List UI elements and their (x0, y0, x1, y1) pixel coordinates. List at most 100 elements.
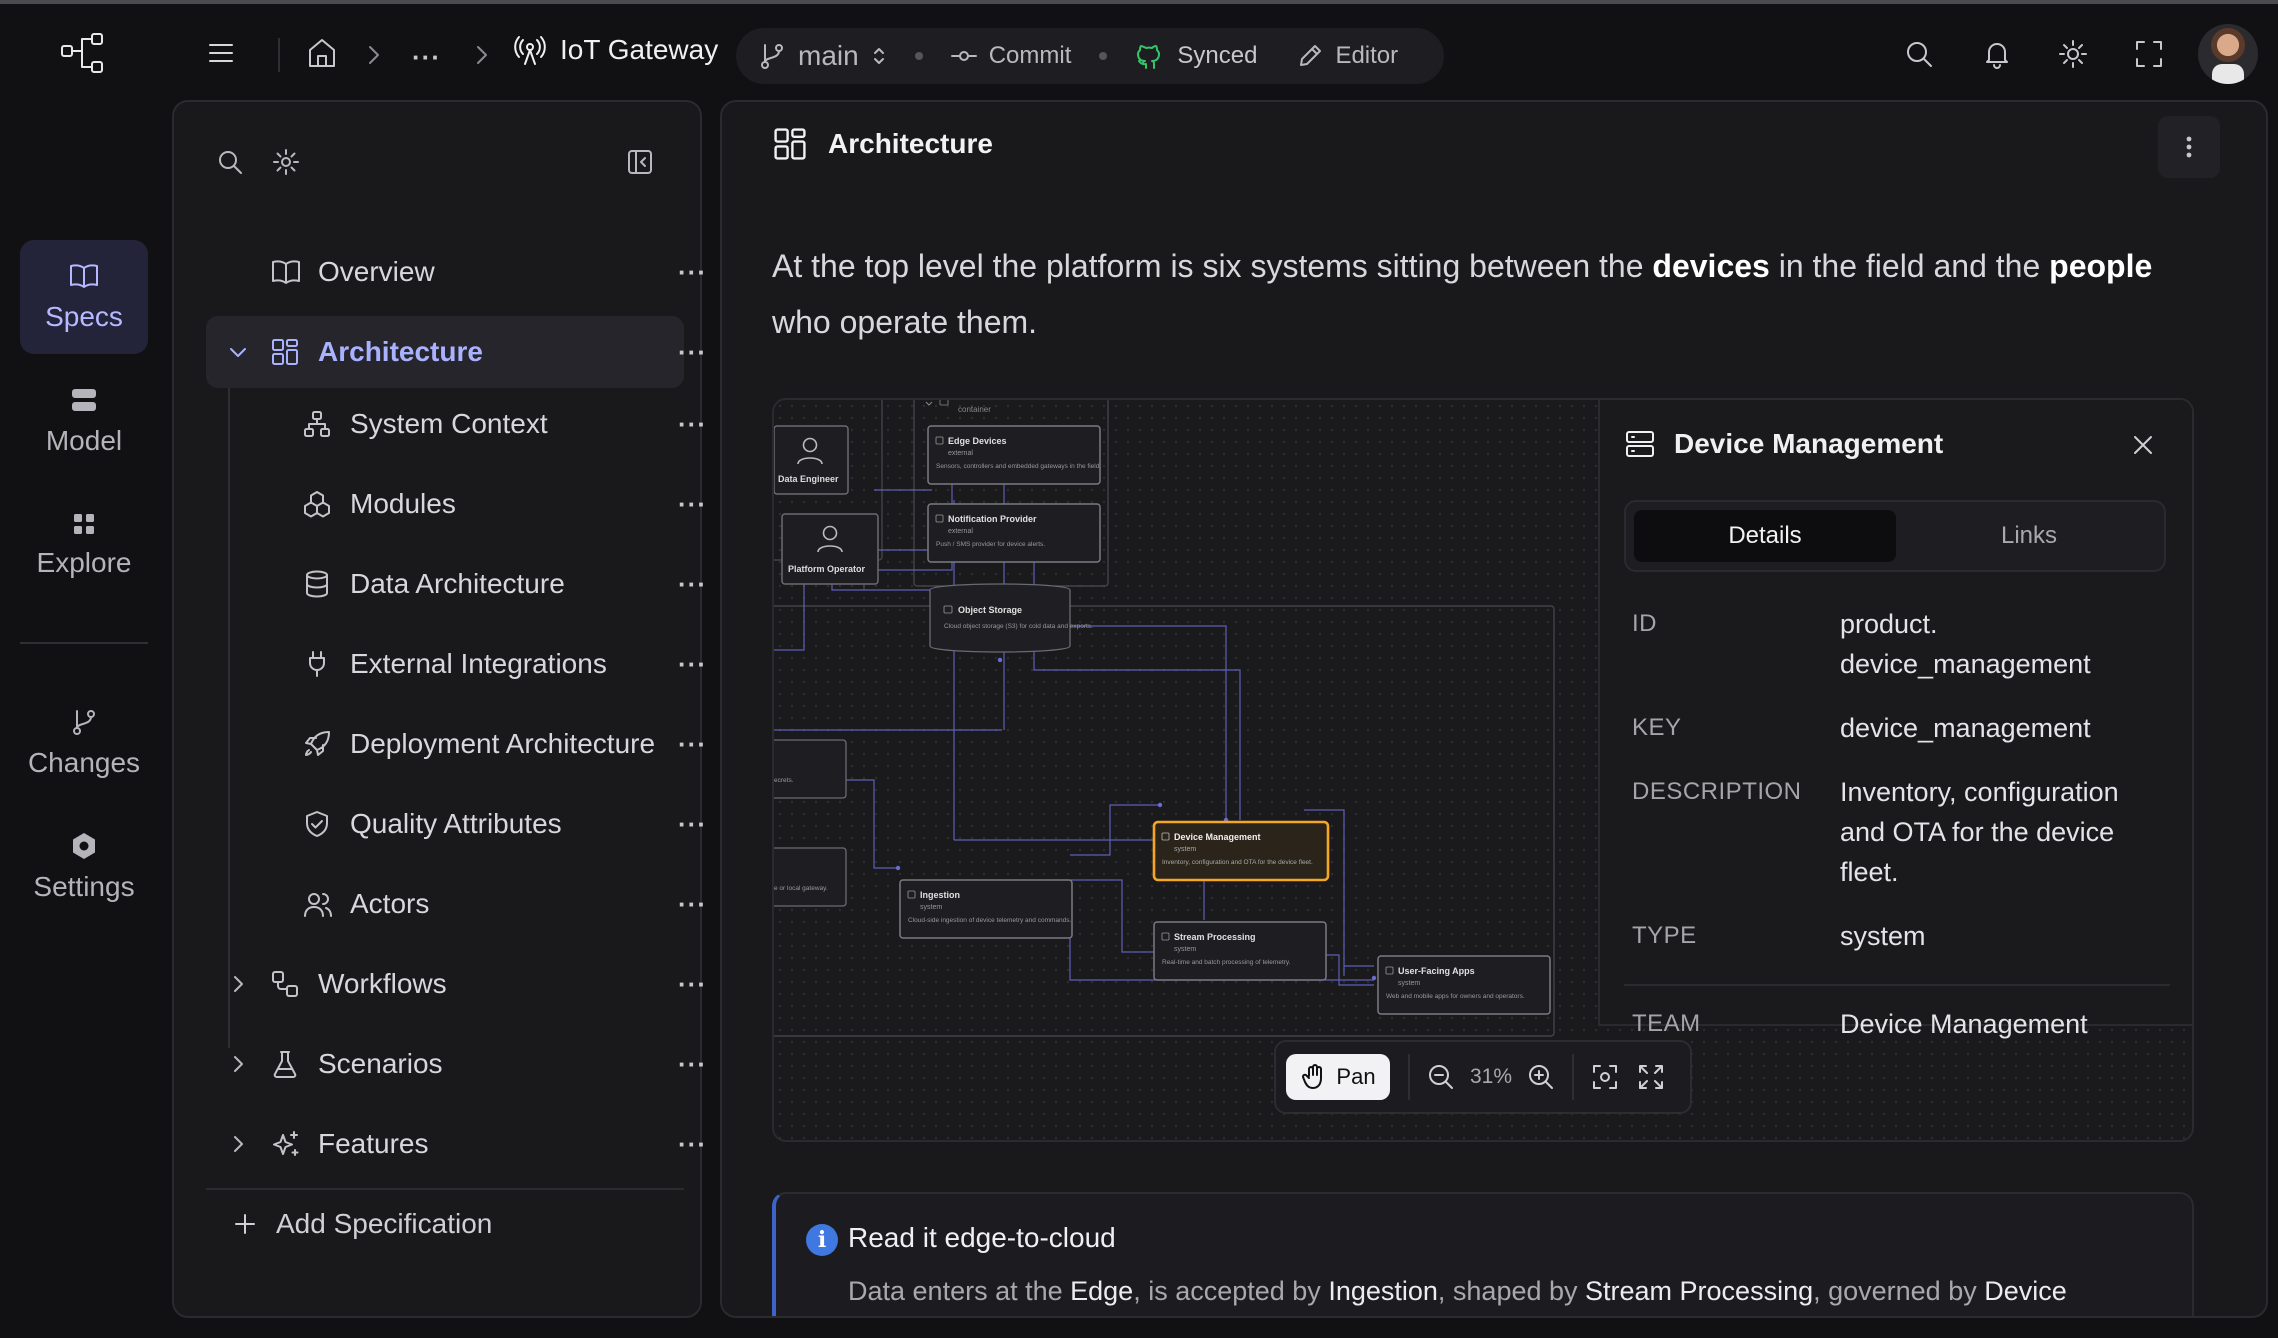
search-icon[interactable] (216, 148, 244, 176)
logo-icon[interactable] (58, 30, 108, 76)
rail-label: Settings (33, 871, 135, 902)
callout-emphasis: Stream Processing (1585, 1276, 1814, 1306)
more-button[interactable]: ··· (678, 568, 707, 599)
breadcrumb-more[interactable]: ··· (412, 42, 441, 72)
home-icon[interactable] (306, 36, 338, 70)
zoom-in-icon[interactable] (1518, 1054, 1564, 1100)
node-title: Notification Provider (948, 514, 1037, 524)
gear-icon (69, 831, 99, 861)
node-partial (774, 847, 847, 907)
add-specification-button[interactable]: Add Specification (232, 1208, 492, 1240)
more-button[interactable]: ··· (678, 888, 707, 919)
tree-item-label: Modules (350, 488, 456, 519)
node-user-facing-apps (1377, 955, 1551, 1015)
tree-item-actors[interactable]: Actors ··· (206, 868, 706, 940)
plus-icon (232, 1211, 258, 1237)
architecture-diagram[interactable]: container Data Engineer Platform Operato… (772, 398, 2194, 1142)
avatar[interactable] (2198, 24, 2258, 84)
hand-icon (1300, 1063, 1328, 1091)
more-button[interactable]: ··· (678, 968, 707, 999)
tree-item-quality-attributes[interactable]: Quality Attributes ··· (206, 788, 706, 860)
sync-status[interactable]: Synced (1135, 41, 1257, 71)
close-icon[interactable] (2130, 432, 2156, 458)
more-button[interactable]: ··· (678, 808, 707, 839)
sun-icon[interactable] (2058, 39, 2088, 69)
more-button[interactable]: ··· (678, 488, 707, 519)
breadcrumb-project[interactable]: IoT Gateway (514, 34, 718, 66)
tree-item-workflows[interactable]: Workflows ··· (206, 948, 706, 1020)
rail-item-specs[interactable]: Specs (20, 240, 148, 354)
zoom-out-icon[interactable] (1418, 1054, 1464, 1100)
pan-button[interactable]: Pan (1286, 1054, 1390, 1100)
more-button[interactable]: ··· (678, 1048, 707, 1079)
chevron-right-icon[interactable] (226, 1052, 250, 1076)
tree-item-label: Features (318, 1128, 429, 1159)
branch-selector[interactable]: main (758, 40, 887, 72)
diagram-canvas[interactable]: container Data Engineer Platform Operato… (774, 400, 1598, 1040)
collapse-panel-icon[interactable] (626, 148, 654, 176)
more-button[interactable]: ··· (678, 408, 707, 439)
chevron-right-icon[interactable] (226, 1132, 250, 1156)
tree-item-system-context[interactable]: System Context ··· (206, 388, 706, 460)
cloud-boundary (774, 605, 1555, 1037)
tree-item-scenarios[interactable]: Scenarios ··· (206, 1028, 706, 1100)
node-device-management (1152, 820, 1330, 882)
more-button[interactable]: ··· (678, 728, 707, 759)
branch-name: main (798, 40, 859, 71)
chevron-down-icon[interactable] (226, 340, 250, 364)
antenna-icon (514, 34, 546, 66)
callout-text: , is accepted by (1133, 1276, 1329, 1306)
rail-label: Model (45, 425, 123, 456)
node-notification-provider (927, 503, 1101, 563)
fit-view-icon[interactable] (1628, 1054, 1674, 1100)
rail-item-settings[interactable]: Settings (20, 810, 148, 924)
details-panel: Device Management Details Links ID produ… (1598, 400, 2192, 1039)
separator-dot (1099, 52, 1108, 60)
node-title: Edge Devices (948, 436, 1007, 446)
tree-item-label: Quality Attributes (350, 808, 562, 839)
field-key: KEY (1632, 714, 1682, 741)
bell-icon[interactable] (1982, 39, 2012, 69)
book-icon (270, 257, 302, 287)
node-desc: Inventory, configuration and OTA for the… (1162, 859, 1313, 866)
rail-item-model[interactable]: Model (20, 364, 148, 478)
menu-icon[interactable] (206, 38, 236, 68)
more-button[interactable]: ··· (678, 648, 707, 679)
tree-item-label: System Context (350, 408, 548, 439)
rail-item-explore[interactable]: Explore (20, 488, 148, 602)
gear-icon[interactable] (272, 148, 300, 176)
fullscreen-icon[interactable] (2134, 39, 2164, 69)
tree-item-data-architecture[interactable]: Data Architecture ··· (206, 548, 706, 620)
divider (1408, 1054, 1410, 1100)
tree-item-deployment-architecture[interactable]: Deployment Architecture ··· (206, 708, 706, 780)
tree-item-architecture[interactable]: Architecture ··· (206, 316, 706, 388)
tree-item-modules[interactable]: Modules ··· (206, 468, 706, 540)
divider (206, 1188, 684, 1190)
search-icon[interactable] (1904, 39, 1934, 69)
rail-item-changes[interactable]: Changes (20, 686, 148, 800)
tab-details[interactable]: Details (1634, 510, 1896, 562)
callout-text: , governed by (1813, 1276, 1985, 1306)
more-button[interactable]: ··· (678, 256, 707, 287)
commit-button[interactable]: Commit (950, 42, 1071, 70)
more-options-button[interactable] (2158, 116, 2220, 178)
more-button[interactable]: ··· (678, 336, 707, 367)
tree-item-features[interactable]: Features ··· (206, 1108, 706, 1180)
node-kind: system (1174, 946, 1196, 953)
focus-icon[interactable] (1582, 1054, 1628, 1100)
node-object-storage (929, 583, 1071, 653)
more-button[interactable]: ··· (678, 1128, 707, 1159)
details-header: Device Management (1624, 428, 1943, 460)
tab-links[interactable]: Links (2000, 522, 2058, 549)
field-value: device_management (1840, 713, 2091, 743)
info-callout: i Read it edge-to-cloud Data enters at t… (772, 1192, 2194, 1316)
chevron-right-icon[interactable] (226, 972, 250, 996)
editor-button[interactable]: Editor (1297, 42, 1398, 70)
editor-label: Editor (1335, 42, 1399, 69)
intro-text: who operate them. (772, 304, 1038, 340)
tree-item-overview[interactable]: Overview ··· (206, 236, 706, 308)
tree-item-label: External Integrations (350, 648, 607, 679)
project-name: IoT Gateway (560, 34, 719, 65)
tree-item-external-integrations[interactable]: External Integrations ··· (206, 628, 706, 700)
node-stream-processing (1153, 921, 1327, 981)
